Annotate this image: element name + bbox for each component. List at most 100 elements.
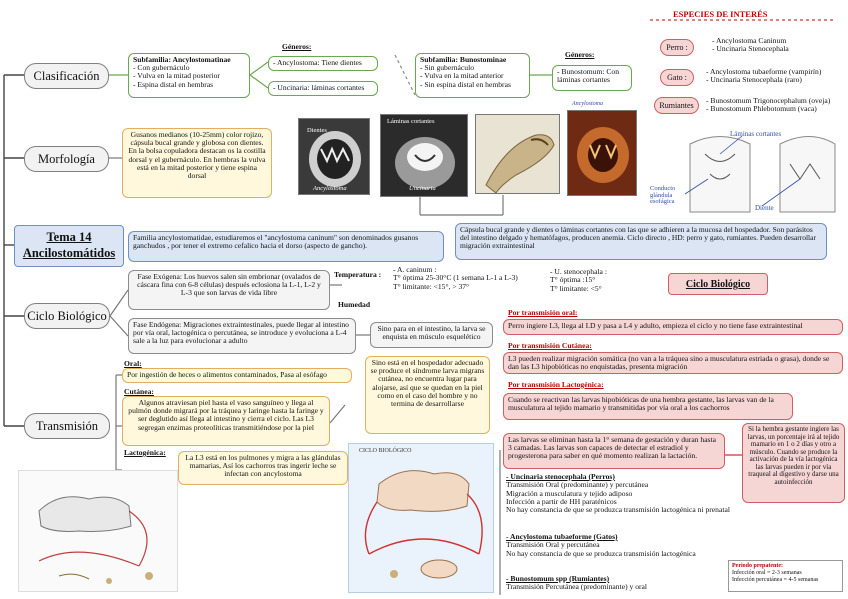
larva-enquistada: Sino para en el intestino, la larva se e… xyxy=(370,322,493,348)
morfologia-description: Gusanos medianos (10-25mm) color rojizo,… xyxy=(122,128,272,198)
especie-trans-tubaeforme: - Ancylostoma tubaeforme (Gatos) Transmi… xyxy=(506,532,766,558)
trans-lacto-label: Lactogénica: xyxy=(124,448,166,457)
temp-stenocephala: - U. stenocephala : T° óptima :15° T° li… xyxy=(550,267,607,293)
worm-head-micrograph xyxy=(475,114,560,194)
rumiantes-item: - Bunostomum Phlebotomum (vaca) xyxy=(706,104,817,114)
genero-uncinaria: - Uncinaria: láminas cortantes xyxy=(268,81,378,96)
larva-migrans-text: Sino está en el hospedador adecuado se p… xyxy=(370,358,485,408)
morfologia-text: Gusanos medianos (10-25mm) color rojizo,… xyxy=(128,130,266,180)
tema-title: Ancilostomátidos xyxy=(22,245,116,260)
img1-label: Dientes xyxy=(307,127,327,134)
tema-number: Tema 14 xyxy=(46,230,92,244)
trans-cutanea-box: Algunos atraviesan piel hasta el vaso sa… xyxy=(122,396,330,446)
temperatura-label: Temperatura : xyxy=(334,270,382,279)
topic-tema[interactable]: Tema 14 Ancilostomátidos xyxy=(14,225,124,267)
e1-line: Infección a partir de HH paraténicos xyxy=(506,497,617,507)
worm-head-icon xyxy=(485,134,555,194)
img2-caption: Uncinaria xyxy=(409,185,436,192)
fase-endogena: Fase Endógena: Migraciones extraintestin… xyxy=(128,318,356,354)
ancylostoma-mouth-icon xyxy=(309,131,361,187)
perro-item: - Ancylostoma Caninum xyxy=(712,36,787,45)
trans-oral-text: Por ingestión de heces o alimentos conta… xyxy=(127,370,327,379)
mouth-diagram: Láminas cortantes Conducto glándula esof… xyxy=(650,124,842,220)
diagram-label-laminas: Láminas cortantes xyxy=(730,130,782,138)
topic-transmision-label: Transmisión xyxy=(35,418,99,433)
subfamilia-ancylostomatinae: Subfamilia: Ancylostomatinae - Con guber… xyxy=(128,53,250,98)
topic-morfologia-label: Morfología xyxy=(38,151,95,166)
topic-clasificacion-label: Clasificación xyxy=(33,68,100,83)
via-lacto-title: Por transmisión Lactogénica: xyxy=(508,380,604,389)
e1-line: Transmisión Oral (predominante) y percut… xyxy=(506,480,649,490)
generos2-title: Géneros: xyxy=(565,50,595,59)
gato-list: - Ancylostoma tubaeforme (vampirín) - Un… xyxy=(706,67,822,85)
temp-steno-line: T° limitante: <5° xyxy=(550,283,602,293)
temp-caninum-line: T° óptima 25-30°C (1 semana L-1 a L-3) xyxy=(393,273,518,283)
sub1-line: - Vulva en la mitad posterior xyxy=(133,71,220,81)
genero-b-text: - Uncinaria: láminas cortantes xyxy=(273,83,365,92)
ancylostoma-micrograph: Dientes Ancylostoma xyxy=(298,118,370,195)
via-oral-box: Perro ingiere L3, llega al I.D y pasa a … xyxy=(503,319,843,335)
especie-trans-bunostomum: - Bunostomum spp (Rumiantes) Transmisión… xyxy=(506,574,766,592)
via-cutanea-title: Por transmisión Cutánea: xyxy=(508,341,592,350)
dog-cycle-icon xyxy=(38,496,153,584)
ancylostoma-colored-micrograph: Ancylostoma xyxy=(567,101,637,196)
img1-caption: Ancylostoma xyxy=(313,185,347,192)
via-lacto-text2: Las larvas se eliminan hasta la 1° seman… xyxy=(508,435,716,461)
gato-item: - Uncinaria Stenocephala (raro) xyxy=(706,75,802,85)
rumiantes-list: - Bunostomum Trigonocephalum (oveja) - B… xyxy=(706,96,830,114)
prepatente-line: Infección oral = 2-3 semanas xyxy=(732,569,802,576)
topic-morfologia[interactable]: Morfología xyxy=(24,146,109,172)
e3-title: - Bunostomum spp (Rumiantes) xyxy=(506,574,610,583)
sub1-line: - Con gubernáculo xyxy=(133,63,190,73)
ciclo-title: Ciclo Biológico xyxy=(685,278,751,290)
periodo-prepatente: Periodo prepatente: Infección oral = 2-3… xyxy=(728,560,843,592)
especie-perro: Perro : xyxy=(660,39,694,56)
trans-cutanea-label: Cutánea: xyxy=(124,387,154,396)
genero-bunostomum: - Bunostomum: Con láminas cortantes xyxy=(552,65,632,91)
via-oral-title: Por transmisión oral: xyxy=(508,308,578,317)
topic-clasificacion[interactable]: Clasificación xyxy=(24,63,109,89)
fase-exogena: Fase Exógena: Los huevos salen sin embri… xyxy=(128,270,330,310)
fase-exogena-text: Fase Exógena: Los huevos salen sin embri… xyxy=(137,272,321,298)
life-cycle-diagram: CICLO BIOLÓGICO xyxy=(348,443,494,593)
rumiantes-label: Rumiantes xyxy=(659,101,694,110)
especie-trans-uncinaria: - Uncinaria stenocephala (Perros) Transm… xyxy=(506,472,766,515)
via-lacto-detail: Las larvas se eliminan hasta la 1° seman… xyxy=(503,433,725,469)
e3-line: Transmisión Percutánea (predominante) y … xyxy=(506,582,648,592)
capsula-description: Cápsula bucal grande y dientes o láminas… xyxy=(455,223,827,260)
uncinaria-micrograph: Láminas cortantes Uncinaria xyxy=(380,114,468,197)
prepatente-title: Periodo prepatente: xyxy=(732,563,784,569)
ciclo-title-box: Ciclo Biológico xyxy=(668,273,768,295)
temp-steno-line: T° óptima :15° xyxy=(550,275,596,285)
larva-enquistada-text: Sino para en el intestino, la larva se e… xyxy=(377,324,486,342)
e1-line: No hay constancia de que se produzca tra… xyxy=(506,505,730,515)
sub2-line: - Sin gubernáculo xyxy=(420,63,474,73)
e2-title: - Ancylostoma tubaeforme (Gatos) xyxy=(506,532,618,541)
sub1-line: - Espina distal en hembras xyxy=(133,79,214,89)
especies-title: ESPECIES DE INTERÉS xyxy=(673,9,768,19)
topic-ciclo-label: Ciclo Biológico xyxy=(27,308,107,323)
via-lacto-side: Si la hembra gestante ingiere las larvas… xyxy=(742,423,845,503)
sub2-line: - Vulva en la mitad anterior xyxy=(420,71,504,81)
topic-transmision[interactable]: Transmisión xyxy=(24,413,110,439)
prepatente-line: Infección percutánea = 4-5 semanas xyxy=(732,576,819,583)
topic-ciclo[interactable]: Ciclo Biológico xyxy=(24,303,110,329)
img2-label: Láminas cortantes xyxy=(387,118,435,125)
e2-line: Transmisión Oral y percutánea xyxy=(506,540,600,550)
temp-steno-title: - U. stenocephala : xyxy=(550,267,607,276)
perro-list: - Ancylostoma Caninum - Uncinaria Stenoc… xyxy=(712,36,789,54)
familia-text: Familia ancylostomatidae, estudiaremos e… xyxy=(133,233,419,251)
sub2-line: - Sin espina distal en hembras xyxy=(420,79,511,89)
e1-title: - Uncinaria stenocephala (Perros) xyxy=(506,472,615,481)
perro-label: Perro : xyxy=(666,43,688,52)
diagram-label-conducto: Conducto glándula esofágica xyxy=(650,185,676,205)
capsule-teeth-icon xyxy=(577,127,629,183)
genero-ancylostoma: - Ancylostoma: Tiene dientes xyxy=(268,56,378,71)
img3-caption: Ancylostoma xyxy=(572,101,603,107)
gato-item: - Ancylostoma tubaeforme (vampirín) xyxy=(706,67,822,76)
via-lacto-box: Cuando se reactivan las larvas hipobióti… xyxy=(503,393,793,420)
via-lacto-side-text: Si la hembra gestante ingiere las larvas… xyxy=(747,425,840,486)
via-oral-text: Perro ingiere L3, llega al I.D y pasa a … xyxy=(508,321,803,330)
subfamilia-bunostominae: Subfamilia: Bunostominae - Sin gubernácu… xyxy=(415,53,530,98)
life-cycle-sketch xyxy=(18,470,178,592)
